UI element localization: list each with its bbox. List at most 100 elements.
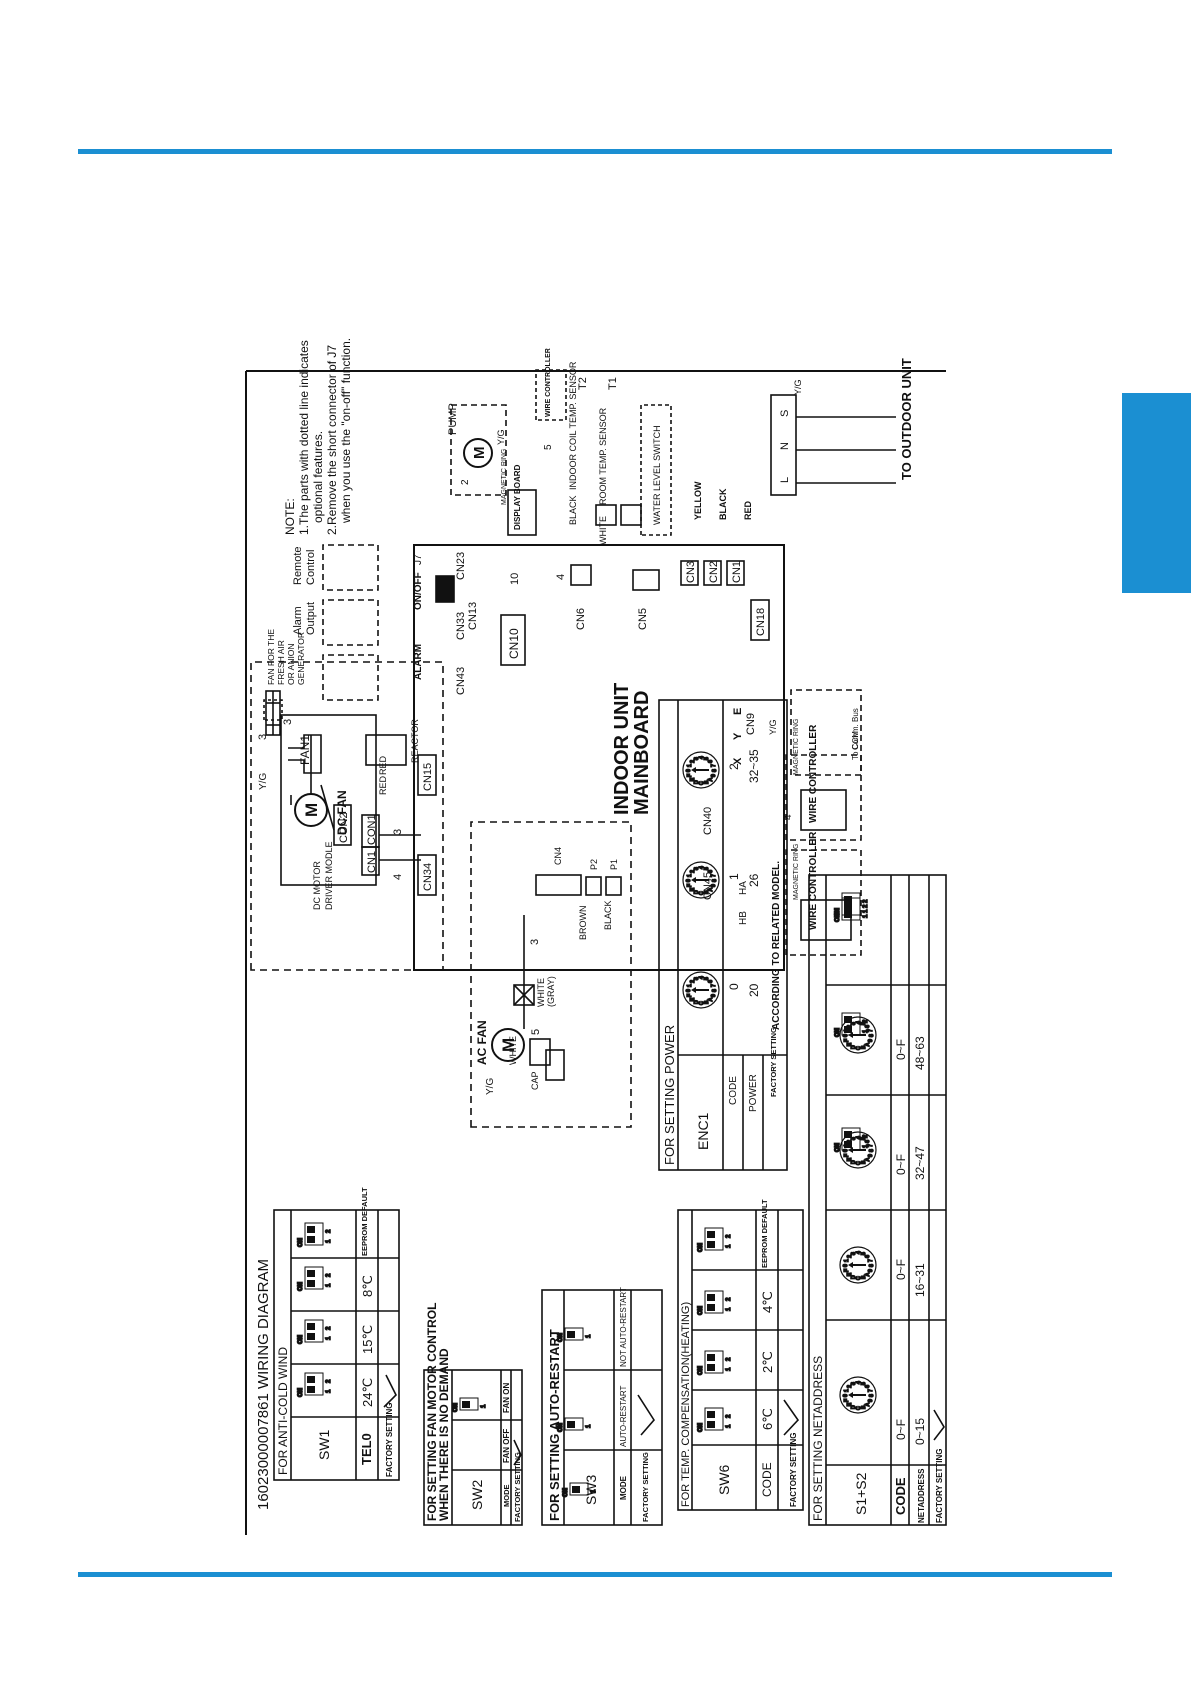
dial-digit: 4 <box>699 866 705 869</box>
dip-on-label: ON <box>835 1028 841 1037</box>
cn4-label: CN4 <box>553 847 563 865</box>
dial-digit: 2 <box>847 1255 853 1258</box>
dip-num-label: 2 <box>326 1326 332 1330</box>
dial-digit: F <box>844 1399 850 1402</box>
dc-fan-yg: Y/G <box>258 773 269 790</box>
enc1-factory: FACTORY SETTING <box>769 1027 778 1097</box>
dip-on-label: ON <box>453 1403 459 1412</box>
dial-digit: A <box>865 1157 871 1161</box>
room-sensor-label: ROOM TEMP. SENSOR <box>598 407 608 505</box>
dial-digit: 8 <box>712 989 718 992</box>
fan1-label: FAN1 <box>298 735 312 765</box>
t1-label: T1 <box>607 377 619 390</box>
net-code-label: CODE <box>893 1477 908 1515</box>
coil-sensor-label: INDOOR COIL TEMP. SENSOR <box>568 361 578 490</box>
dial-digit: B <box>704 780 710 784</box>
sw2-title-1: FOR SETTING FAN MOTOR CONTROL <box>425 1303 439 1521</box>
dc-cn1-label: CN1 <box>366 851 378 873</box>
enc1-code-label: CODE <box>728 1076 739 1105</box>
dip-num-label: 1 <box>326 1239 332 1243</box>
note-head: NOTE: <box>283 498 297 535</box>
dial-digit: 4 <box>856 1021 862 1024</box>
dial-digit: 9 <box>868 1154 874 1157</box>
note-line-2: optional features. <box>311 431 325 523</box>
dip-on-label: ON <box>298 1388 304 1397</box>
dip-num-label: 2 <box>726 1234 732 1238</box>
dial-digit: A <box>865 1042 871 1046</box>
dip-num-label: 1 <box>326 1336 332 1340</box>
net-name: S1+S2 <box>853 1472 869 1515</box>
cn5-label: CN5 <box>637 608 649 630</box>
dial-digit: 1 <box>687 764 693 767</box>
dial-digit: 3 <box>851 1382 857 1385</box>
board-title-2: MAINBOARD <box>631 691 653 815</box>
wire-yellow: YELLOW <box>693 481 703 520</box>
dip-on-label: ON <box>698 1306 704 1315</box>
dial-digit: D <box>851 1045 857 1049</box>
dial-digit: 9 <box>711 994 717 997</box>
display-wire-controller: WIRE CONTROLLER <box>545 348 552 417</box>
note-line-3: 2.Remove the short connector of J7 <box>325 345 339 535</box>
sw1-title: FOR ANTI-COLD WIND <box>276 1347 290 1475</box>
dip-num-label: 1 <box>863 914 869 918</box>
cn3-label: CN3 <box>685 561 697 583</box>
con2-label: CON2 <box>338 812 350 843</box>
right-peripherals: M PUMP Y/G 2 DISPLAY BOARD MAGNETIC RING… <box>447 348 672 545</box>
sw1-name: SW1 <box>316 1429 332 1460</box>
dial-digit: 1 <box>844 1144 850 1147</box>
dc-red-2: RED <box>378 775 388 795</box>
dial-digit: 5 <box>861 1137 867 1140</box>
dial-digit: 7 <box>868 1144 874 1147</box>
sw1-value-1: 24℃ <box>360 1378 375 1407</box>
optional-outputs: FAN FOR THE FRESH AIR OR ANION GENERATOR… <box>266 544 379 701</box>
dial-digit: C <box>699 891 705 895</box>
enc1-title: FOR SETTING POWER <box>662 1025 677 1165</box>
outdoor-yg: Y/G <box>793 379 803 395</box>
dial-digit: 8 <box>712 879 718 882</box>
wire-controllers: WIRE CONTROLLER MAGNETIC RING WIRE CONTR… <box>783 719 862 956</box>
sw6-name: SW6 <box>716 1464 732 1495</box>
cn6-label: CN6 <box>575 608 587 630</box>
cn18-yg: Y/G <box>768 719 778 735</box>
dial-digit: 5 <box>861 1252 867 1255</box>
dip-num-label: 1 <box>726 1424 732 1428</box>
dc-num-4: 4 <box>392 874 404 880</box>
net-addr-1: 0~15 <box>913 1418 927 1445</box>
enc1-code-2: 1 <box>727 873 741 880</box>
coil-sensor-black: BLACK <box>568 495 578 525</box>
sw1-value-3: 8℃ <box>360 1275 375 1297</box>
sw6-code: CODE <box>760 1462 774 1497</box>
dip-num-label: 2 <box>326 1229 332 1233</box>
t2-label: T2 <box>577 377 589 390</box>
cn23-label: CN23 <box>455 552 467 580</box>
dial-digit: B <box>861 1160 867 1164</box>
dial-digit: B <box>861 1045 867 1049</box>
ccm-2: Comm. Bus <box>851 708 860 750</box>
dial-digit: 8 <box>869 1264 875 1267</box>
rotary-dial-group: 0123456789ABCDEF0123456789ABCDEF01234567… <box>682 751 877 1414</box>
terminal-l: L <box>779 477 791 483</box>
dip-num-label: 1 <box>863 1029 869 1033</box>
wire-controller-1: WIRE CONTROLLER <box>808 831 819 930</box>
dial-digit: 1 <box>844 1259 850 1262</box>
dip-num-label: 2 <box>863 1134 869 1138</box>
terminal-s: S <box>779 410 791 417</box>
dial-digit: 2 <box>690 760 696 763</box>
dial-digit: E <box>847 1272 853 1276</box>
dial-digit: 7 <box>868 1389 874 1392</box>
pump-num-2: 2 <box>460 479 471 485</box>
dial-digit: 9 <box>711 774 717 777</box>
ac-cap: CAP <box>530 1071 540 1090</box>
dial-digit: 8 <box>869 1034 875 1037</box>
